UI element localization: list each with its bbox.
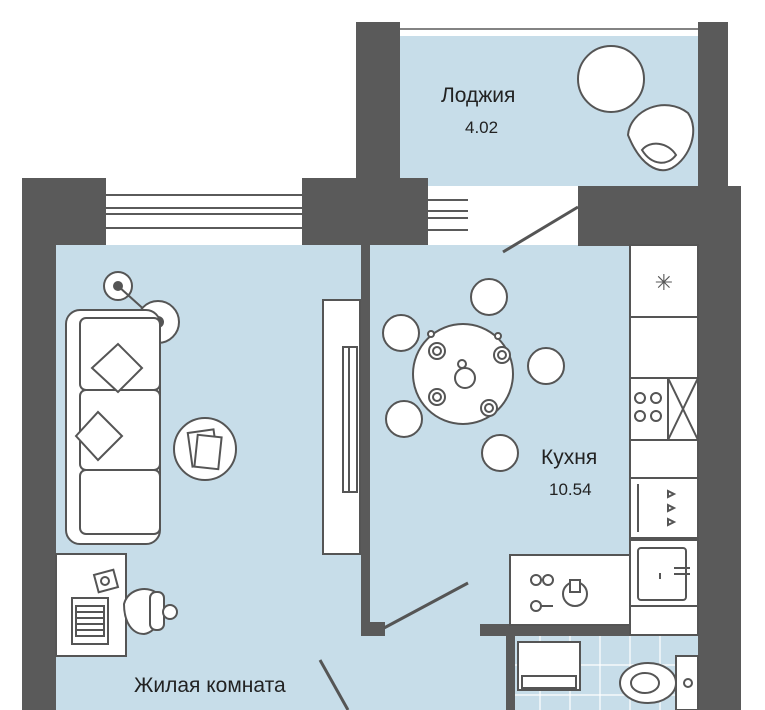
svg-text:✳: ✳ bbox=[655, 271, 673, 296]
window-icon bbox=[428, 186, 468, 245]
laptop-icon bbox=[71, 568, 120, 645]
toilet-icon bbox=[619, 655, 699, 710]
fridge-icon: ✳ bbox=[629, 244, 699, 318]
door-icon bbox=[502, 205, 579, 254]
coffee-table-icon bbox=[173, 417, 237, 481]
chair-icon bbox=[470, 278, 508, 316]
door-icon bbox=[318, 659, 350, 710]
chair-icon bbox=[382, 314, 420, 352]
armchair-icon bbox=[626, 104, 695, 172]
loggia-wall-right bbox=[698, 22, 728, 207]
loggia-wall-left bbox=[356, 22, 400, 187]
sofa-icon bbox=[65, 309, 161, 545]
oven-icon bbox=[629, 377, 699, 441]
outer-wall-left bbox=[22, 178, 56, 710]
bathroom-furniture bbox=[517, 641, 699, 710]
tv-icon bbox=[322, 299, 361, 555]
doors bbox=[318, 205, 579, 710]
window-icon bbox=[106, 178, 302, 245]
outer-wall-right bbox=[698, 186, 741, 710]
chair-icon bbox=[527, 347, 565, 385]
loggia-area: 4.02 bbox=[465, 118, 499, 137]
living-room-name: Жилая комната bbox=[134, 674, 286, 697]
outer-wall-top-mid bbox=[302, 178, 428, 245]
loggia-name: Лоджия bbox=[441, 84, 516, 107]
dining-table-icon bbox=[382, 278, 565, 472]
partition-wall-stub bbox=[361, 622, 385, 636]
washing-machine-icon bbox=[517, 641, 581, 691]
kitchen-area: 10.54 bbox=[549, 480, 592, 499]
partition-bathroom-left bbox=[506, 624, 515, 710]
chair-icon bbox=[385, 400, 423, 438]
office-chair-icon bbox=[122, 588, 178, 636]
stove-icon bbox=[629, 477, 699, 539]
windows bbox=[106, 22, 698, 245]
window-icon bbox=[400, 22, 698, 36]
washbasin-counter bbox=[509, 554, 631, 626]
loggia-wall-top bbox=[356, 22, 400, 36]
door-icon bbox=[383, 581, 469, 630]
partition-living-kitchen bbox=[361, 245, 370, 633]
coffee-table-icon bbox=[577, 45, 645, 113]
kitchen-name: Кухня bbox=[541, 446, 598, 469]
sink-icon bbox=[629, 539, 699, 607]
living-furniture bbox=[55, 271, 361, 657]
walls bbox=[22, 22, 741, 710]
loggia-furniture bbox=[577, 45, 695, 172]
chair-icon bbox=[481, 434, 519, 472]
kitchen-furniture: ✳ bbox=[382, 244, 699, 636]
passage-floor bbox=[370, 635, 510, 710]
outer-wall-top-left bbox=[22, 178, 106, 245]
